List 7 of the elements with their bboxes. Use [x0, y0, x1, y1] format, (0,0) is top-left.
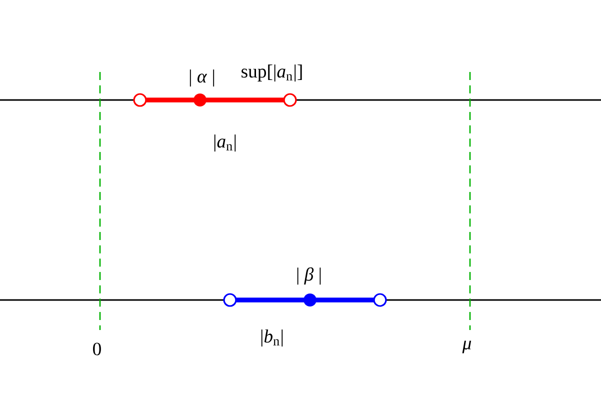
point-label: | α | [190, 70, 214, 86]
tick-label: 0 [93, 342, 101, 356]
supremum-label: sup[|a$_{n}$|] [242, 64, 302, 82]
tick-label: μ [462, 340, 472, 354]
point-label: | β | [297, 267, 321, 285]
interval-label: |a$_{n}$| [214, 134, 236, 152]
interval-label: |b$_{n}$| [261, 330, 283, 346]
